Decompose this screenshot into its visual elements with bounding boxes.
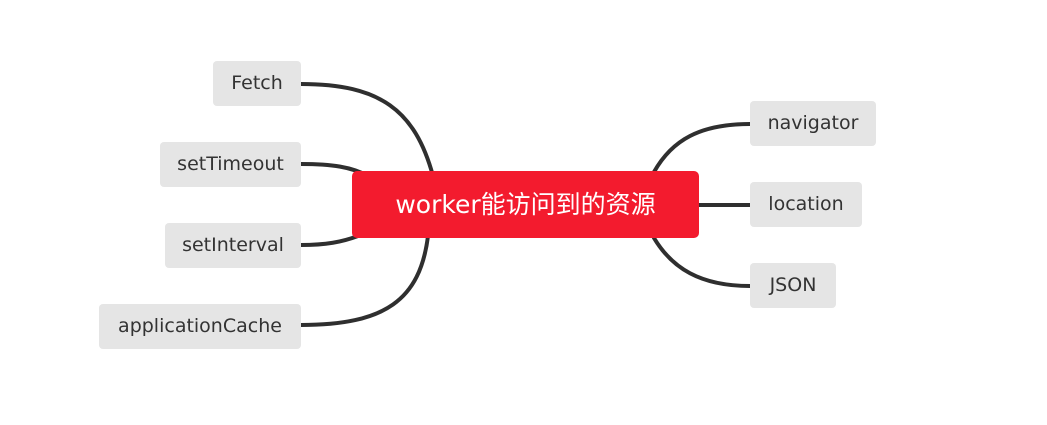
central-topic[interactable]: worker能访问到的资源 <box>352 171 699 238</box>
branch-node-location[interactable]: location <box>750 182 862 227</box>
branch-node-settimeout[interactable]: setTimeout <box>160 142 301 187</box>
branch-node-json[interactable]: JSON <box>750 263 836 308</box>
connector-navigator <box>652 122 752 174</box>
branch-node-navigator[interactable]: navigator <box>750 101 876 146</box>
connector-fetch <box>299 82 435 178</box>
branch-node-setinterval[interactable]: setInterval <box>165 223 301 268</box>
branch-node-fetch[interactable]: Fetch <box>213 61 301 106</box>
connector-json <box>652 236 752 288</box>
connector-applicationcache <box>299 234 430 327</box>
branch-node-applicationcache[interactable]: applicationCache <box>99 304 301 349</box>
connector-setinterval <box>299 234 360 247</box>
